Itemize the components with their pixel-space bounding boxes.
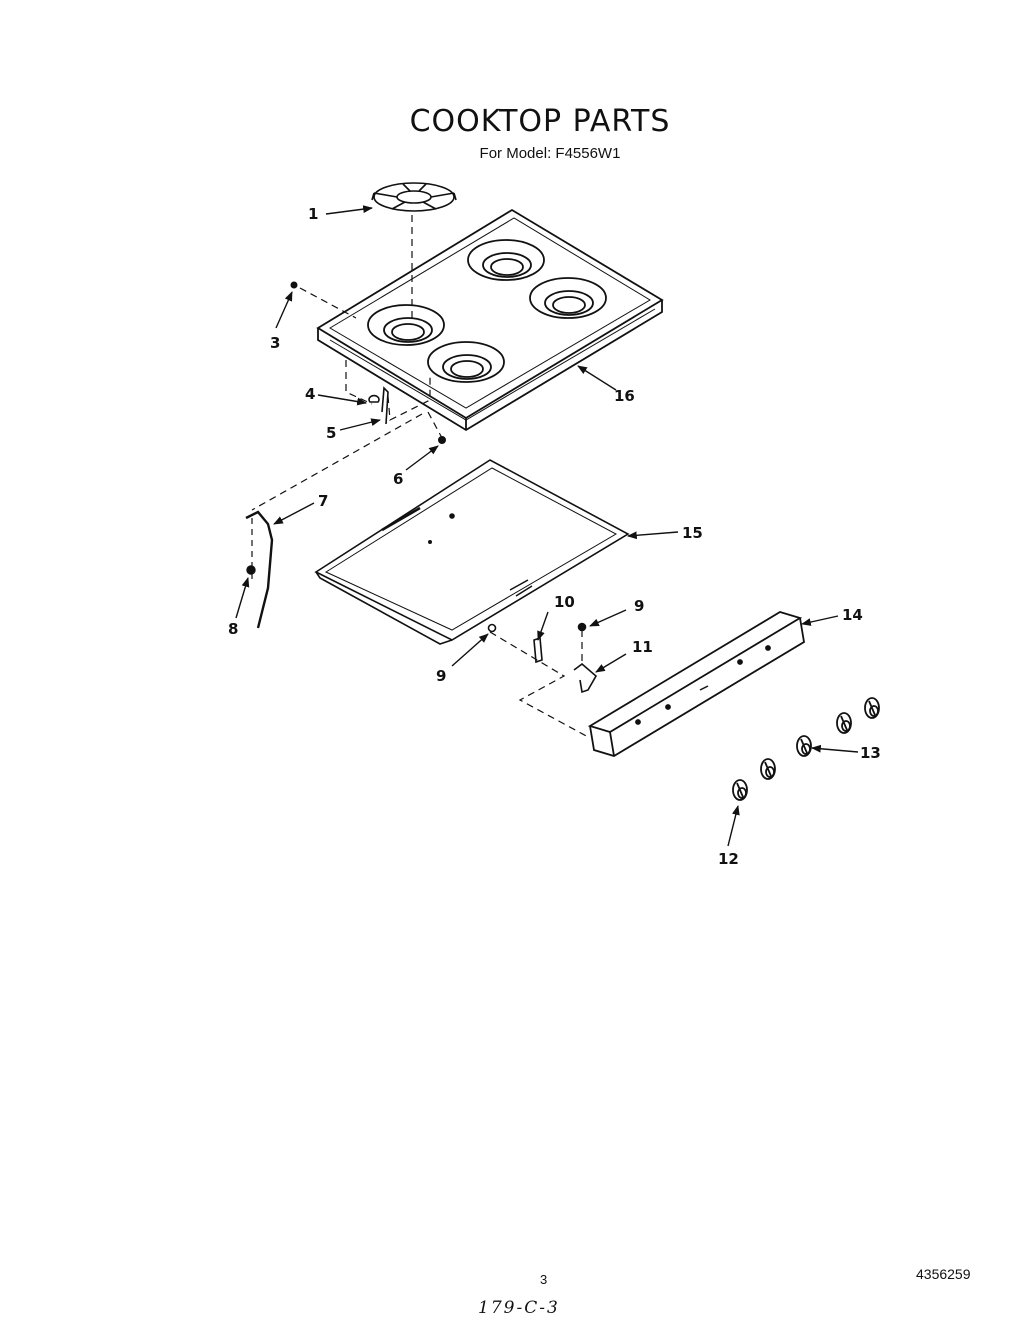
callout-label: 10 (554, 593, 575, 611)
cooktop-top (316, 208, 664, 432)
callout-labels: 1 3 4 5 6 7 8 9 9 10 11 12 13 14 15 16 (228, 205, 881, 868)
callout-label: 15 (682, 524, 703, 542)
callout-label: 16 (614, 387, 635, 405)
small-hardware (290, 281, 446, 444)
control-panel (587, 611, 805, 757)
callout-label: 3 (270, 334, 280, 352)
document-number: 4356259 (916, 1266, 971, 1282)
model-subtitle: For Model: F4556W1 (479, 145, 621, 162)
callout-label: 5 (326, 424, 336, 442)
control-knobs (732, 697, 880, 801)
callout-label: 12 (718, 850, 739, 868)
burner-grate (371, 182, 457, 212)
callout-label: 9 (436, 667, 446, 685)
callout-label: 13 (860, 744, 881, 762)
callout-label: 11 (632, 638, 653, 656)
callout-label: 1 (308, 205, 318, 223)
callout-label: 8 (228, 620, 238, 638)
callout-label: 9 (634, 597, 644, 615)
handwritten-code: 179-C-3 (478, 1298, 560, 1318)
callout-label: 6 (393, 470, 403, 488)
burner-box (314, 459, 630, 645)
callout-label: 14 (842, 606, 863, 624)
igniter-tube (245, 510, 274, 629)
bracket-hardware (487, 622, 598, 694)
callout-label: 4 (305, 385, 315, 403)
page-title: COOKTOP PARTS (409, 104, 671, 139)
page-number: 3 (540, 1272, 548, 1287)
exploded-parts-diagram: 1 3 4 5 6 7 8 9 9 10 11 12 13 14 15 16 (228, 182, 881, 868)
callout-label: 7 (318, 492, 328, 510)
